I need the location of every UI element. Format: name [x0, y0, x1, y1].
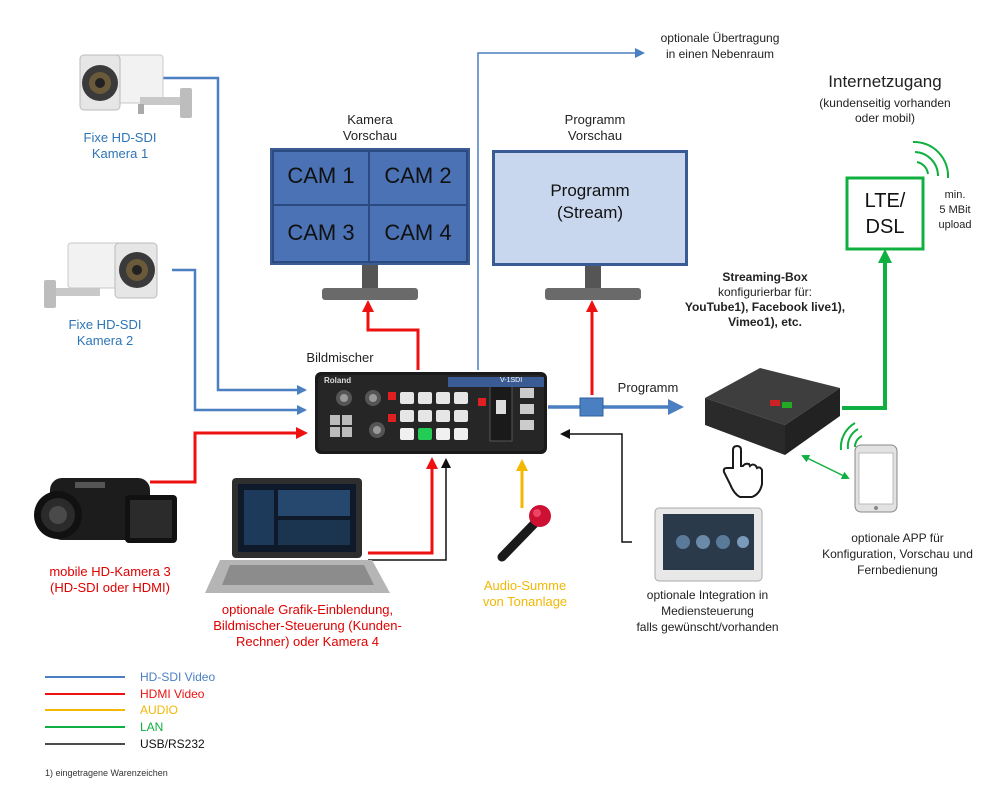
camcorder-icon [34, 478, 177, 543]
audio-sum-label: Audio-Summe von Tonanlage [482, 578, 568, 609]
hdmi-line-cam3 [150, 427, 308, 484]
cam-cell-3: CAM 3 [287, 220, 355, 245]
streaming-box-platforms-2: Vimeo1), etc. [728, 315, 802, 329]
legend-label-audio: AUDIO [140, 703, 179, 717]
streaming-box-config: konfigurierbar für: [717, 285, 813, 299]
legend-label-hdmi: HDMI Video [140, 687, 205, 701]
mixer-model-label: V-1SDI [500, 377, 523, 384]
laptop-label: optionale Grafik-Einblendung, Bildmische… [213, 602, 402, 649]
program-preview-title: Programm Vorschau [564, 112, 626, 143]
cam-cell-2: CAM 2 [384, 163, 452, 188]
optional-transfer-label: optionale Übertragung in einen Nebenraum [660, 31, 780, 61]
lte-dsl-box [845, 176, 925, 251]
microphone-icon [497, 505, 551, 562]
hand-pointer-icon [722, 444, 763, 498]
mobile-camera-3-label: mobile HD-Kamera 3 (HD-SDI oder HDMI) [49, 564, 171, 595]
mixer-brand-label: Roland [324, 376, 352, 385]
footnote: 1) eingetragene Warenzeichen [45, 768, 168, 778]
streaming-box-text: Streaming-Box konfigurierbar für: YouTub… [665, 270, 865, 330]
streaming-box-platforms-1: YouTube1), Facebook live1), [684, 300, 846, 314]
fixed-camera-2-icon [44, 242, 158, 308]
hdsdi-line-cam1 [162, 76, 307, 395]
upload-speed-label: min. 5 MBit upload [938, 189, 972, 231]
usb-line-media-control [560, 429, 632, 543]
phone-wifi-signal-icon [839, 422, 863, 451]
usb-line-laptop [368, 458, 451, 561]
mixer-label: Bildmischer [306, 350, 374, 365]
fixed-camera-1-icon [79, 54, 192, 118]
legend-label-lan: LAN [140, 720, 164, 734]
hdmi-line-laptop [368, 457, 438, 555]
legend-label-hdsdi: HD-SDI Video [140, 670, 216, 684]
smartphone-icon [854, 444, 898, 513]
wifi-signal-icon [912, 140, 950, 179]
fixed-camera-2-label: Fixe HD-SDI Kamera 2 [68, 317, 142, 348]
program-preview-monitor [492, 150, 688, 300]
program-screen-text: Programm (Stream) [550, 181, 630, 222]
streaming-box-title: Streaming-Box [722, 270, 808, 284]
cam-cell-1: CAM 1 [287, 163, 355, 188]
hdmi-line-camera-preview [362, 300, 420, 370]
camera-preview-monitor [270, 148, 470, 300]
hdsdi-line-optional-transfer [477, 48, 645, 370]
video-mixer-device [315, 372, 547, 454]
legend-label-usb: USB/RS232 [140, 737, 205, 751]
program-output-label: Programm [617, 380, 679, 395]
lan-line [842, 249, 892, 410]
cam-cell-4: CAM 4 [384, 220, 452, 245]
hdsdi-line-cam2 [172, 268, 307, 415]
media-control-label: optionale Integration in Mediensteuerung… [636, 588, 779, 634]
converter-box [579, 397, 604, 417]
app-label: optionale APP für Konfiguration, Vorscha… [822, 531, 973, 577]
wifi-link-line [801, 455, 850, 479]
streaming-box-device [705, 368, 840, 455]
laptop-icon [205, 478, 390, 593]
lte-dsl-text: LTE/ DSL [864, 190, 906, 238]
internet-subtitle: (kundenseitig vorhanden oder mobil) [819, 96, 951, 125]
camera-preview-title: Kamera Vorschau [342, 112, 398, 143]
fixed-camera-1-label: Fixe HD-SDI Kamera 1 [83, 130, 157, 161]
internet-title: Internetzugang [828, 72, 942, 91]
media-control-tablet [654, 507, 763, 582]
